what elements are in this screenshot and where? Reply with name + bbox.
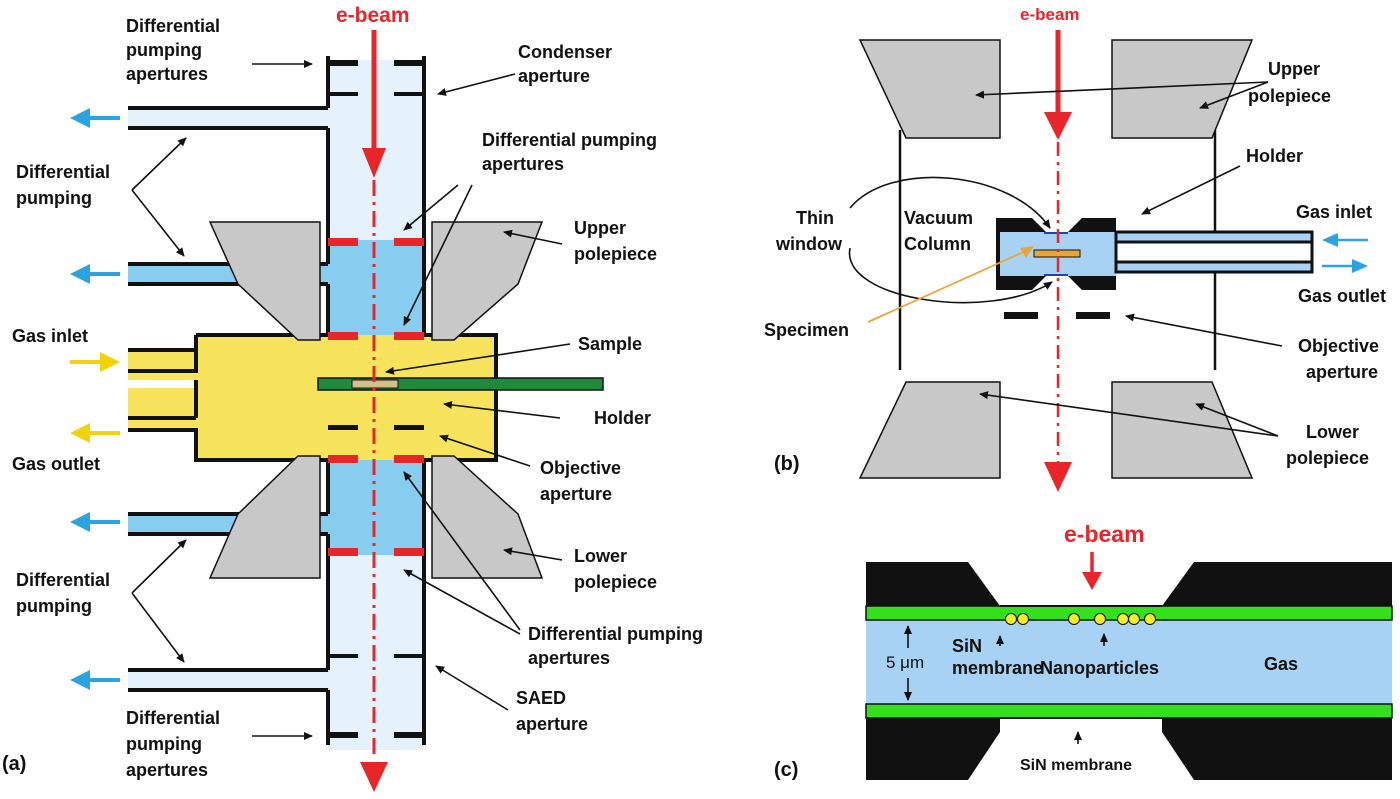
label-dpa-low-1: Differential pumping bbox=[528, 624, 703, 644]
label-dpa-bot-2: pumping bbox=[126, 734, 202, 754]
lower-pumped-region bbox=[328, 460, 424, 555]
label-upper-pole-2: polepiece bbox=[574, 244, 657, 264]
label-c-gas: Gas bbox=[1264, 654, 1298, 674]
ebeam-label-a: e-beam bbox=[336, 4, 410, 27]
label-sample: Sample bbox=[578, 334, 642, 354]
label-b-thin-2: window bbox=[775, 234, 843, 254]
c-nanoparticles bbox=[1005, 613, 1156, 625]
panel-c: e-beam SiN membrane Nanoparticles Gas 5 … bbox=[774, 521, 1393, 781]
ebeam-label-c: e-beam bbox=[1064, 521, 1145, 547]
label-b-thin-1: Thin bbox=[796, 208, 834, 228]
label-dp-bot-1: Differential bbox=[16, 570, 110, 590]
label-dpa-top-3: apertures bbox=[126, 64, 208, 84]
label-dp-top-2: pumping bbox=[16, 188, 92, 208]
label-c-sin-bottom: SiN membrane bbox=[1020, 757, 1132, 774]
upper-polepiece-left bbox=[208, 221, 321, 341]
label-c-sin-2: membrane bbox=[952, 658, 1043, 678]
label-objective-2: aperture bbox=[540, 484, 612, 504]
pumping-pipe-1 bbox=[128, 108, 328, 128]
label-b-upper-1: Upper bbox=[1268, 59, 1320, 79]
c-gas-region bbox=[866, 620, 1392, 704]
label-gas-inlet-a: Gas inlet bbox=[12, 326, 88, 346]
label-objective-1: Objective bbox=[540, 458, 621, 478]
label-b-gas-outlet: Gas outlet bbox=[1298, 286, 1386, 306]
label-dp-bot-2: pumping bbox=[16, 596, 92, 616]
label-b-objective-1: Objective bbox=[1298, 336, 1379, 356]
b-lower-polepiece-left bbox=[858, 381, 1001, 479]
pumping-pipe-4 bbox=[128, 670, 328, 690]
panel-b: e-beam Upper polepiece Holder Thin windo… bbox=[764, 5, 1386, 492]
label-dpa-top-2: pumping bbox=[126, 40, 202, 60]
lower-polepiece-right bbox=[431, 455, 544, 579]
label-dpa-mid-1: Differential pumping bbox=[482, 130, 657, 150]
leaders-b bbox=[849, 81, 1283, 437]
panel-a: e-beam Differential pumping apertures Co… bbox=[2, 4, 703, 792]
label-b-lower-2: polepiece bbox=[1286, 448, 1369, 468]
b-objective-aperture-left bbox=[1004, 312, 1038, 319]
c-chip-bottom-left bbox=[866, 718, 1000, 780]
ebeam-label-b: e-beam bbox=[1020, 5, 1080, 24]
apertures bbox=[328, 60, 424, 738]
label-b-specimen: Specimen bbox=[764, 320, 849, 340]
b-lower-polepiece-right bbox=[1111, 381, 1254, 479]
upper-pumped-region bbox=[328, 240, 424, 335]
label-dp-top-1: Differential bbox=[16, 162, 110, 182]
b-upper-polepiece-right bbox=[1111, 39, 1254, 139]
label-dpa-low-2: apertures bbox=[528, 648, 610, 668]
gas-cell-walls bbox=[128, 333, 498, 462]
label-saed-1: SAED bbox=[516, 688, 566, 708]
label-c-sin-1: SiN bbox=[952, 636, 982, 656]
label-c-nanoparticles: Nanoparticles bbox=[1040, 658, 1159, 678]
ebeam-b-arrowhead bbox=[1044, 462, 1072, 492]
label-b-holder: Holder bbox=[1246, 146, 1303, 166]
label-b-lower-1: Lower bbox=[1306, 422, 1359, 442]
label-c-thickness: 5 μm bbox=[886, 653, 924, 672]
label-condenser-2: aperture bbox=[518, 66, 590, 86]
label-dpa-top-1: Differential bbox=[126, 16, 220, 36]
panel-b-tag: (b) bbox=[774, 453, 800, 475]
leaders-a bbox=[131, 60, 571, 740]
label-upper-pole-1: Upper bbox=[574, 218, 626, 238]
label-b-objective-2: aperture bbox=[1306, 362, 1378, 382]
label-holder-a: Holder bbox=[594, 408, 651, 428]
label-b-upper-2: polepiece bbox=[1248, 86, 1331, 106]
c-bottom-membrane bbox=[865, 703, 1393, 719]
label-saed-2: aperture bbox=[516, 714, 588, 734]
b-objective-aperture-right bbox=[1076, 312, 1110, 319]
label-b-vacuum-2: Column bbox=[904, 234, 971, 254]
label-b-vacuum-1: Vacuum bbox=[904, 208, 973, 228]
upper-polepiece-right bbox=[431, 221, 544, 341]
label-lower-pole-2: polepiece bbox=[574, 572, 657, 592]
flow-arrows bbox=[70, 108, 120, 690]
panel-a-tag: (a) bbox=[2, 753, 26, 775]
ebeam-a-arrowhead bbox=[360, 762, 388, 792]
label-dpa-mid-2: apertures bbox=[482, 154, 564, 174]
label-lower-pole-1: Lower bbox=[574, 546, 627, 566]
label-condenser-1: Condenser bbox=[518, 42, 612, 62]
gas-cell bbox=[128, 335, 496, 460]
label-dpa-bot-3: apertures bbox=[126, 760, 208, 780]
c-chip-bottom-right bbox=[1162, 718, 1392, 780]
label-b-gas-inlet: Gas inlet bbox=[1296, 202, 1372, 222]
lower-polepiece-left bbox=[208, 455, 321, 579]
b-upper-polepiece-left bbox=[858, 39, 1001, 139]
c-ebeam-arrow bbox=[1082, 572, 1102, 590]
label-dpa-bot-1: Differential bbox=[126, 708, 220, 728]
label-gas-outlet-a: Gas outlet bbox=[12, 454, 100, 474]
panel-c-tag: (c) bbox=[774, 759, 798, 781]
